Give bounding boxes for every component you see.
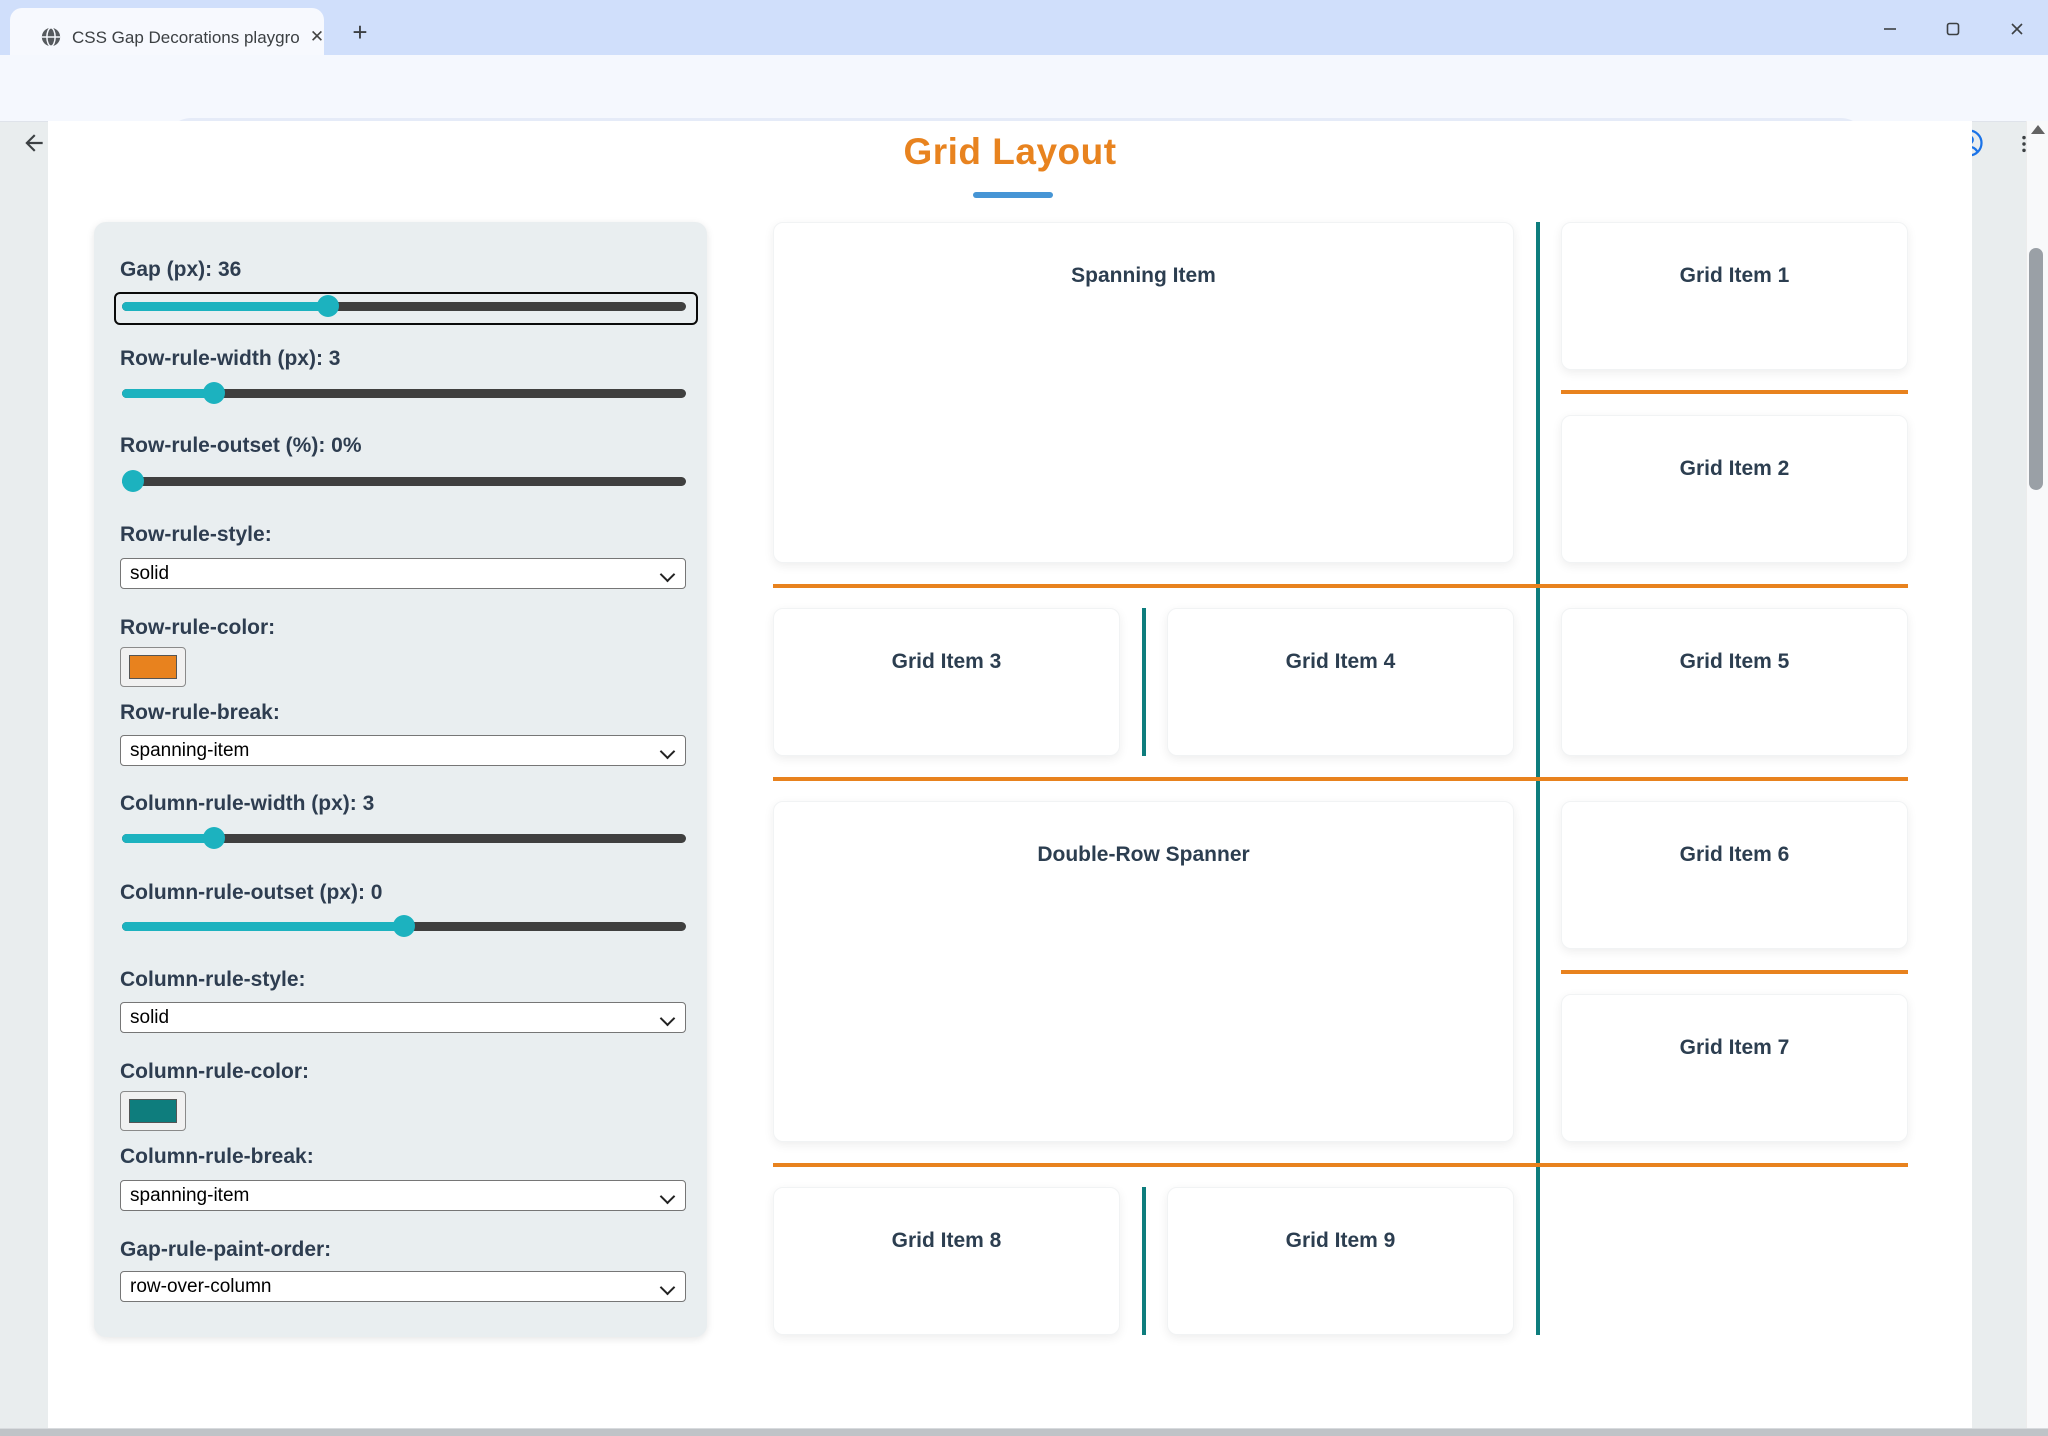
globe-favicon-icon xyxy=(41,27,61,47)
grid-card-spanning-item: Spanning Item xyxy=(773,222,1514,563)
column-rule-segment xyxy=(1142,608,1146,756)
row-rule-width-slider-thumb[interactable] xyxy=(203,382,226,404)
column-rule-break-select[interactable]: spanning-item xyxy=(120,1180,686,1211)
chevron-down-icon xyxy=(659,1010,676,1027)
tab-close-icon[interactable]: ✕ xyxy=(309,27,325,46)
grid-card: Grid Item 2 xyxy=(1561,415,1908,563)
row-rule-color-swatch xyxy=(129,655,177,679)
grid-card: Grid Item 4 xyxy=(1167,608,1514,756)
gap-slider-fill xyxy=(122,302,329,311)
column-rule-style-value: solid xyxy=(130,1006,170,1028)
column-rule-color-label: Column-rule-color: xyxy=(120,1060,309,1083)
column-rule-segment xyxy=(1142,1187,1146,1335)
grid-card: Grid Item 6 xyxy=(1561,801,1908,949)
column-rule-break-value: spanning-item xyxy=(130,1184,250,1206)
window-minimize-button[interactable] xyxy=(1868,14,1912,44)
row-rule-style-label: Row-rule-style: xyxy=(120,523,272,546)
gap-slider[interactable] xyxy=(122,295,686,317)
column-rule-width-slider-fill xyxy=(122,834,215,843)
gap-rule-paint-order-label: Gap-rule-paint-order: xyxy=(120,1238,332,1261)
row-rule-full xyxy=(773,1163,1908,1167)
column-rule-outset-slider[interactable] xyxy=(122,915,686,937)
maximize-icon xyxy=(1946,22,1960,36)
page-title: Grid Layout xyxy=(903,131,1117,172)
tab-strip: CSS Gap Decorations playgroun ✕ + xyxy=(0,0,2048,55)
column-rule-width-slider-thumb[interactable] xyxy=(203,827,226,849)
column-rule-color-swatch xyxy=(129,1099,177,1123)
column-rule-color-picker[interactable] xyxy=(120,1091,186,1131)
scrollbar-thumb[interactable] xyxy=(2029,248,2043,490)
row-rule-color-label: Row-rule-color: xyxy=(120,616,276,639)
tab-title: CSS Gap Decorations playgroun xyxy=(72,28,300,47)
column-rule-width-label: Column-rule-width (px): 3 xyxy=(120,792,375,815)
browser-menu-icon[interactable] xyxy=(2008,128,2040,160)
column-rule-outset-slider-fill xyxy=(122,922,404,931)
scrollbar-up-arrow-icon[interactable] xyxy=(2031,125,2045,134)
gap-label: Gap (px): 36 xyxy=(120,258,242,281)
chevron-down-icon xyxy=(659,1279,676,1296)
gap-rule-paint-order-select[interactable]: row-over-column xyxy=(120,1271,686,1302)
chevron-down-icon xyxy=(659,1188,676,1205)
window-close-button[interactable] xyxy=(1995,14,2039,44)
controls-panel xyxy=(94,222,707,1337)
row-rule-full xyxy=(773,777,1908,781)
grid-card: Grid Item 9 xyxy=(1167,1187,1514,1335)
row-rule-segment xyxy=(1561,390,1908,394)
window-bottom-edge xyxy=(0,1428,2048,1436)
column-rule-style-select[interactable]: solid xyxy=(120,1002,686,1033)
row-rule-segment xyxy=(1561,970,1908,974)
window-maximize-button[interactable] xyxy=(1931,14,1975,44)
gap-rule-paint-order-value: row-over-column xyxy=(130,1275,272,1297)
grid-card: Grid Item 8 xyxy=(773,1187,1120,1335)
row-rule-break-value: spanning-item xyxy=(130,739,250,761)
row-rule-style-select[interactable]: solid xyxy=(120,558,686,589)
row-rule-width-slider[interactable] xyxy=(122,382,686,404)
grid-card: Grid Item 3 xyxy=(773,608,1120,756)
browser-tab[interactable]: CSS Gap Decorations playgroun ✕ xyxy=(10,8,324,55)
chevron-down-icon xyxy=(659,743,676,760)
title-underline xyxy=(973,192,1053,198)
column-rule-outset-slider-thumb[interactable] xyxy=(393,915,415,937)
back-arrow-icon xyxy=(25,134,43,152)
gap-slider-focus-ring xyxy=(114,292,698,325)
row-rule-style-value: solid xyxy=(130,562,170,584)
column-rule-break-label: Column-rule-break: xyxy=(120,1145,314,1168)
row-rule-full xyxy=(773,584,1908,588)
row-rule-width-slider-fill xyxy=(122,389,215,398)
row-rule-outset-slider[interactable] xyxy=(122,470,686,492)
grid-card: Grid Item 7 xyxy=(1561,994,1908,1142)
column-rule-style-label: Column-rule-style: xyxy=(120,968,306,991)
row-rule-break-select[interactable]: spanning-item xyxy=(120,735,686,766)
chevron-down-icon xyxy=(659,566,676,583)
minimize-icon xyxy=(1884,28,1896,30)
row-rule-width-label: Row-rule-width (px): 3 xyxy=(120,347,341,370)
row-rule-outset-slider-thumb[interactable] xyxy=(122,470,144,492)
new-tab-button[interactable]: + xyxy=(352,16,368,47)
grid-card: Grid Item 1 xyxy=(1561,222,1908,370)
grid-card: Grid Item 5 xyxy=(1561,608,1908,756)
close-icon xyxy=(2011,23,2023,35)
gap-slider-thumb[interactable] xyxy=(317,295,340,317)
row-rule-break-label: Row-rule-break: xyxy=(120,701,280,724)
column-rule-outset-label: Column-rule-outset (px): 0 xyxy=(120,881,383,904)
back-button[interactable] xyxy=(14,123,54,163)
grid-card-double-row-spanner: Double-Row Spanner xyxy=(773,801,1514,1142)
row-rule-color-picker[interactable] xyxy=(120,647,186,687)
row-rule-outset-label: Row-rule-outset (%): 0% xyxy=(120,434,362,457)
browser-toolbar: microsoftedge.github.io/Demos/css-gap-de… xyxy=(0,55,2048,168)
column-rule-width-slider[interactable] xyxy=(122,827,686,849)
